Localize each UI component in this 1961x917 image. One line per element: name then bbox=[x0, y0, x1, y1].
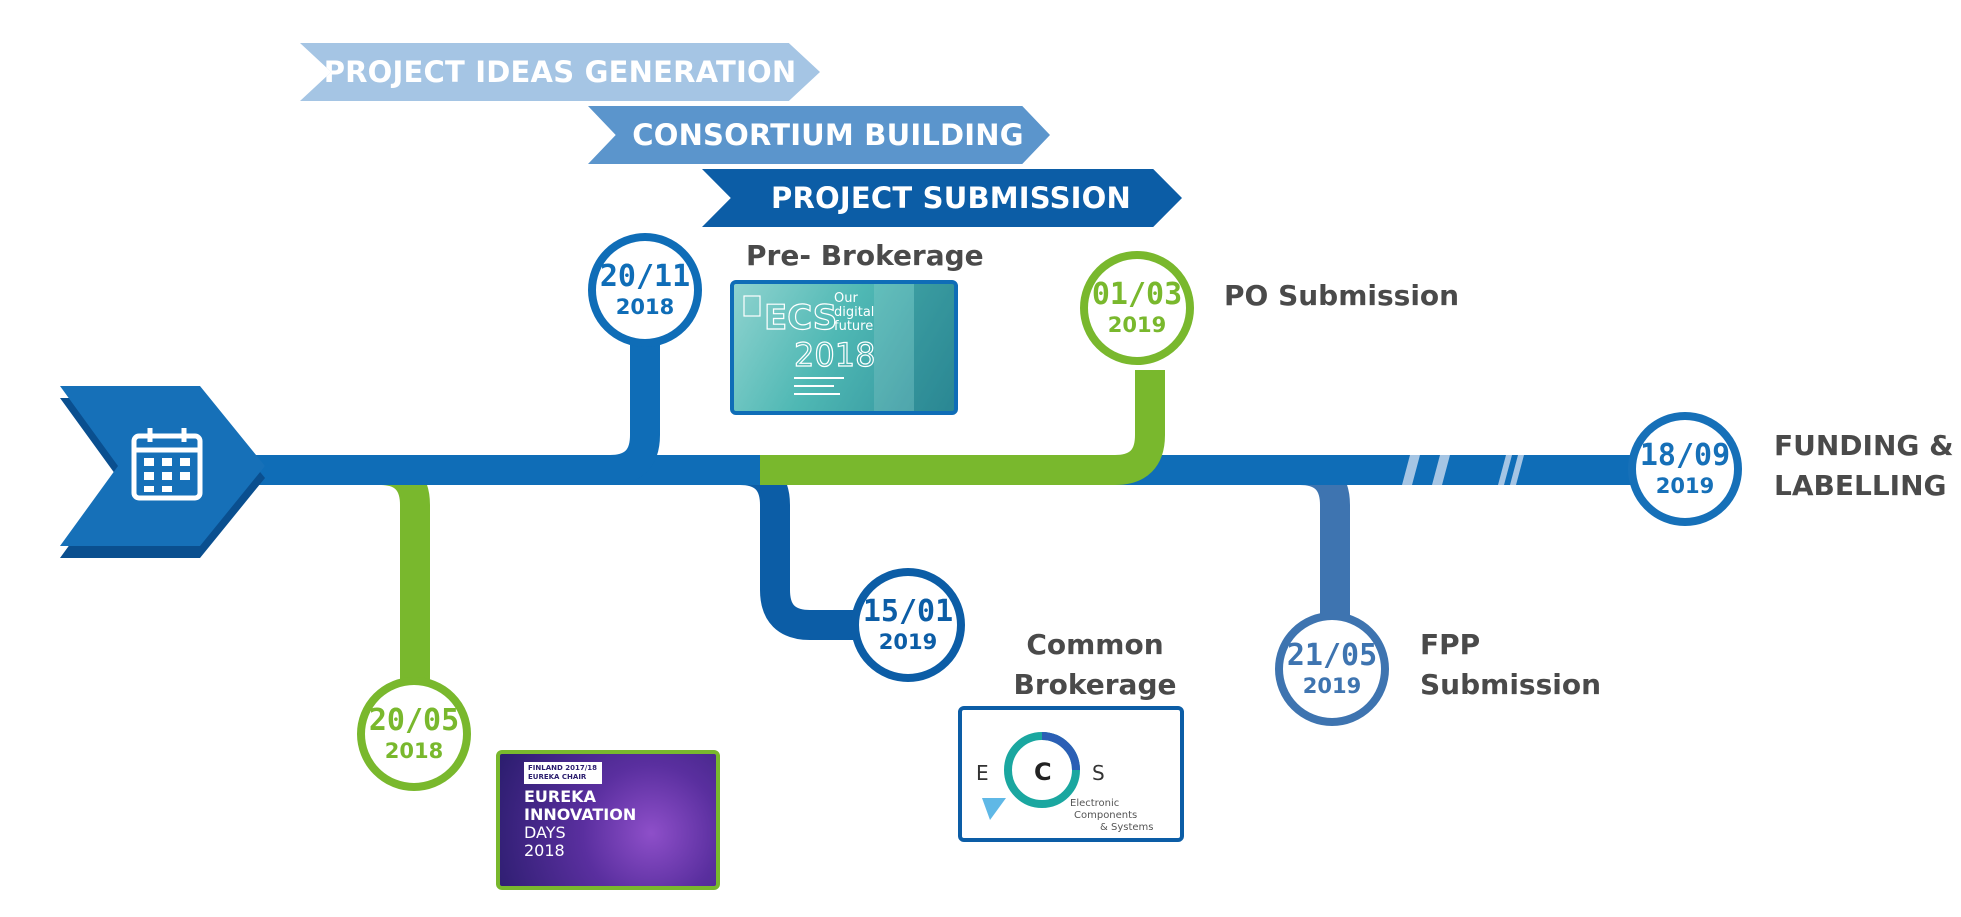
phase-consortium-building: CONSORTIUM BUILDING bbox=[588, 106, 1050, 164]
milestone-year: 2019 bbox=[878, 630, 938, 654]
branch-20-11 bbox=[400, 330, 660, 485]
calendar-icon bbox=[131, 428, 203, 501]
phase-project-submission: PROJECT SUBMISSION bbox=[702, 169, 1182, 227]
milestone-date: 21/05 bbox=[1286, 638, 1378, 673]
milestone-20-05-2018: 20/05 2018 bbox=[357, 677, 471, 791]
milestone-01-03-2019: 01/03 2019 bbox=[1080, 251, 1194, 365]
eureka-year: 2018 bbox=[524, 841, 565, 860]
ecs-logo-caption1: Electronic bbox=[1070, 798, 1119, 809]
thumbnail-ecs-2018: ECS Our digital future 2018 bbox=[730, 280, 958, 415]
milestone-date: 20/11 bbox=[599, 259, 691, 294]
ecs-2018-future: future bbox=[834, 319, 873, 334]
milestone-date: 01/03 bbox=[1091, 277, 1183, 312]
ecs-logo-s: S bbox=[1092, 761, 1105, 785]
phase-project-submission-label: PROJECT SUBMISSION bbox=[771, 181, 1131, 215]
ecs-logo-caption3: & Systems bbox=[1100, 822, 1153, 833]
label-fpp-line2: Submission bbox=[1420, 668, 1602, 701]
label-funding-line1: FUNDING & bbox=[1774, 429, 1954, 462]
ecs-logo-e: E bbox=[976, 761, 989, 785]
milestone-year: 2019 bbox=[1107, 313, 1167, 337]
milestone-year: 2018 bbox=[615, 295, 675, 319]
eureka-line2: INNOVATION bbox=[524, 805, 637, 824]
milestone-year: 2019 bbox=[1302, 674, 1362, 698]
eureka-line3: DAYS bbox=[524, 823, 566, 842]
thumbnail-ecs-logo: E C S Electronic Components & Systems bbox=[958, 706, 1184, 842]
label-fpp-line1: FPP bbox=[1420, 628, 1481, 661]
eureka-badge: FINLAND 2017/18 EUREKA CHAIR bbox=[524, 762, 602, 784]
eureka-line1: EUREKA bbox=[524, 787, 596, 806]
branch-21-05 bbox=[1120, 455, 1350, 620]
phase-consortium-building-label: CONSORTIUM BUILDING bbox=[632, 118, 1024, 152]
line-dash-4 bbox=[1510, 455, 1524, 485]
thumbnail-eureka-innovation-days: FINLAND 2017/18 EUREKA CHAIR EUREKA INNO… bbox=[496, 750, 720, 890]
branch-15-01 bbox=[620, 455, 860, 640]
label-common-line1: Common bbox=[1026, 628, 1164, 661]
label-funding-labelling: FUNDING & LABELLING bbox=[1774, 426, 1954, 506]
line-dash-2 bbox=[1432, 455, 1450, 485]
line-dash-1 bbox=[1402, 455, 1420, 485]
milestone-18-09-2019: 18/09 2019 bbox=[1628, 412, 1742, 526]
ecs-logo-c: C bbox=[1034, 758, 1052, 786]
branch-20-05 bbox=[240, 455, 430, 700]
label-fpp-submission: FPP Submission bbox=[1420, 625, 1601, 705]
ecs-2018-our: Our bbox=[834, 291, 858, 306]
milestone-date: 18/09 bbox=[1639, 438, 1731, 473]
label-funding-line2: LABELLING bbox=[1774, 469, 1947, 502]
ecs-2018-artwork: ECS Our digital future 2018 bbox=[743, 284, 954, 411]
milestone-20-11-2018: 20/11 2018 bbox=[588, 233, 702, 347]
ecs-2018-year: 2018 bbox=[794, 336, 875, 374]
milestone-year: 2018 bbox=[384, 739, 444, 763]
label-pre-brokerage: Pre- Brokerage bbox=[746, 239, 984, 272]
label-po-submission: PO Submission bbox=[1224, 279, 1460, 312]
milestone-year: 2019 bbox=[1655, 474, 1715, 498]
ecs-logo-caption2: Components bbox=[1074, 810, 1137, 821]
milestone-21-05-2019: 21/05 2019 bbox=[1275, 612, 1389, 726]
ecs-2018-digital: digital bbox=[834, 305, 874, 320]
milestone-date: 15/01 bbox=[862, 594, 954, 629]
branch-01-03 bbox=[760, 370, 1165, 485]
milestone-date: 20/05 bbox=[368, 703, 460, 738]
phase-ideas-generation-label: PROJECT IDEAS GENERATION bbox=[323, 55, 797, 89]
milestone-15-01-2019: 15/01 2019 bbox=[851, 568, 965, 682]
phase-ideas-generation: PROJECT IDEAS GENERATION bbox=[300, 43, 820, 101]
line-dash-3 bbox=[1498, 455, 1512, 485]
ecs-2018-title: ECS bbox=[764, 298, 837, 338]
ecs-logo-artwork: E C S Electronic Components & Systems bbox=[976, 732, 1153, 833]
